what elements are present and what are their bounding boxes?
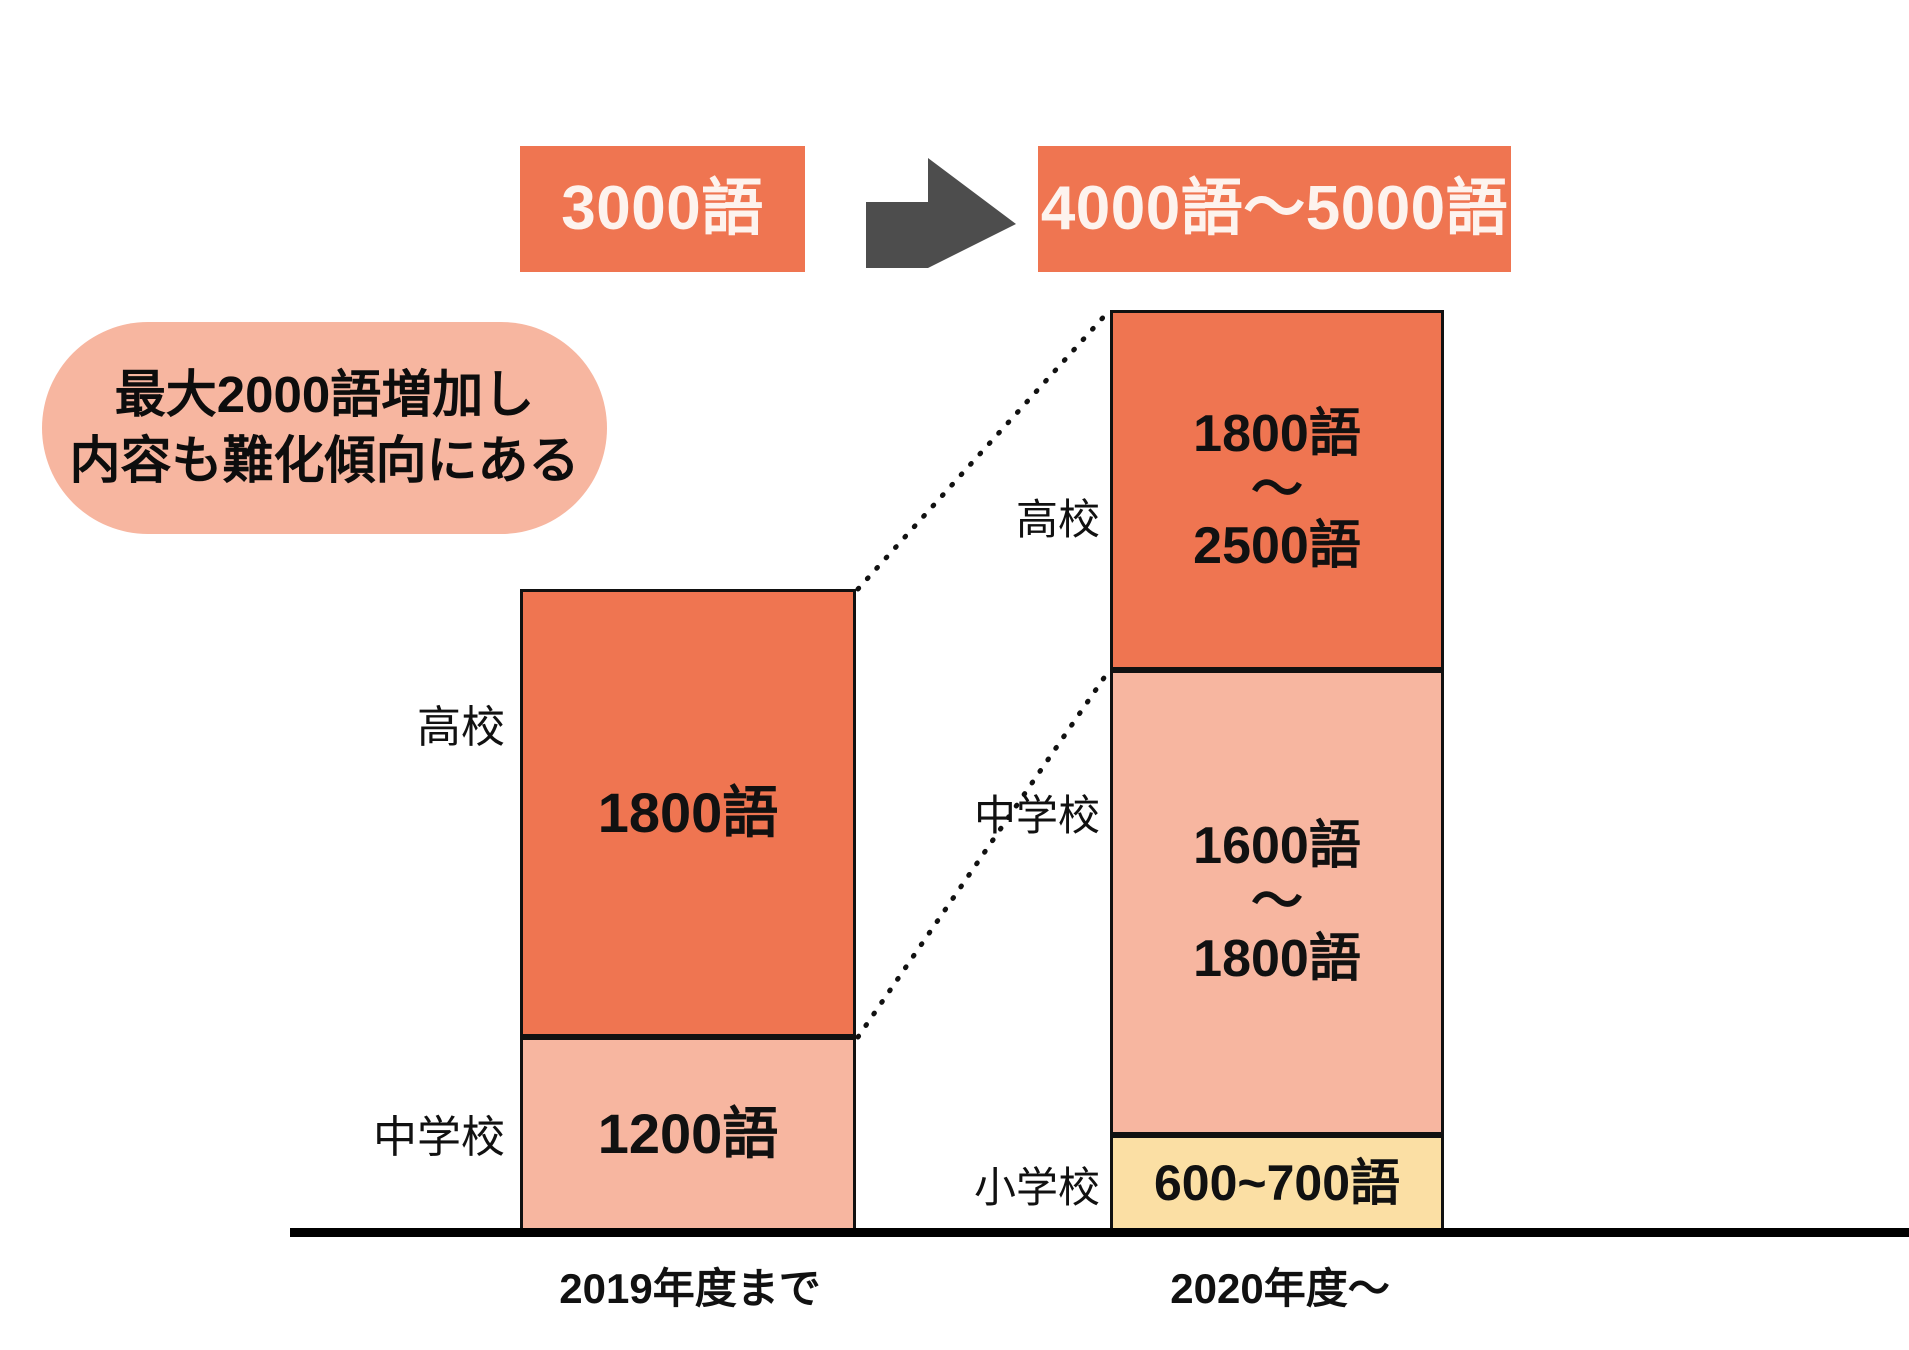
left-bar-value-high-school: 1800語	[597, 780, 779, 844]
left-chart-caption: 2019年度まで	[559, 1265, 821, 1312]
right-bar-value-junior-high-min: 1600語	[1193, 817, 1361, 876]
baseline-axis	[290, 1228, 1909, 1237]
connector-mid-line	[855, 669, 1111, 1040]
right-segment-label-elementary: 小学校	[973, 1163, 1100, 1211]
right-bar-value-elementary: 600~700語	[1153, 1155, 1401, 1211]
callout-line-2: 内容も難化傾向にある	[69, 432, 580, 489]
right-bar-segment-elementary: 600~700語	[1110, 1135, 1444, 1231]
right-chart-caption: 2020年度～	[1170, 1265, 1390, 1312]
right-bar-range-tilde-junior-high: ～	[1250, 873, 1303, 932]
right-bar-range-tilde-high-school: ～	[1250, 460, 1303, 519]
left-bar-value-junior-high: 1200語	[597, 1101, 779, 1165]
total-after-badge: 4000語～5000語	[1038, 146, 1511, 272]
right-bar-value-junior-high-max: 1800語	[1193, 929, 1361, 988]
left-bar-segment-junior-high: 1200語	[520, 1037, 856, 1231]
right-arrow-icon	[866, 158, 1016, 268]
left-segment-label-junior-high: 中学校	[373, 1113, 505, 1162]
right-bar-segment-junior-high: 1600語 ～ 1800語	[1110, 670, 1444, 1135]
left-segment-label-high-school: 高校	[417, 703, 505, 752]
left-bar-segment-high-school: 1800語	[520, 589, 856, 1037]
callout-bubble: 最大2000語増加し 内容も難化傾向にある	[42, 322, 607, 534]
connector-top-line	[855, 309, 1111, 592]
right-segment-label-high-school: 高校	[1015, 495, 1100, 543]
right-bar-value-high-school-min: 1800語	[1193, 404, 1361, 463]
right-segment-label-junior-high: 中学校	[973, 791, 1100, 839]
total-before-badge: 3000語	[520, 146, 805, 272]
right-bar-segment-high-school: 1800語 ～ 2500語	[1110, 310, 1444, 670]
callout-line-1: 最大2000語増加し	[114, 365, 535, 423]
right-bar-value-high-school-max: 2500語	[1193, 517, 1361, 576]
